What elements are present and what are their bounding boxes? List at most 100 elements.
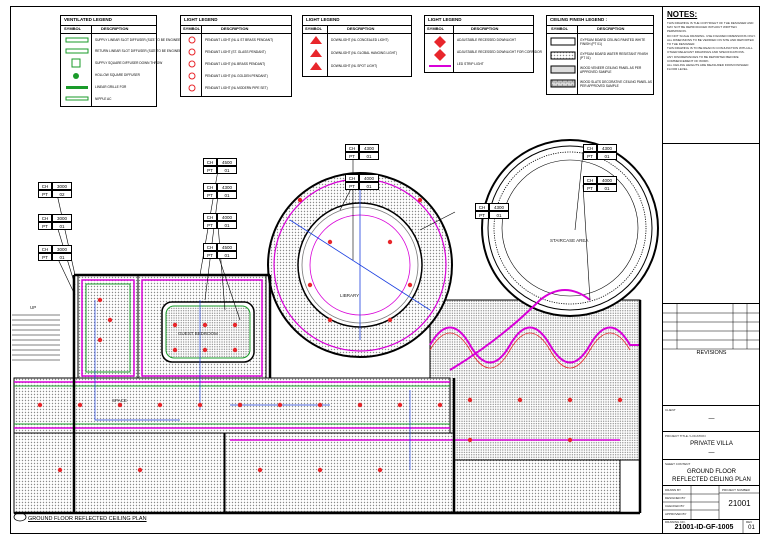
tag-pt-value: 01 [217,166,237,174]
tag-pt: PT [203,221,217,229]
light-legend-1: LIGHT LEGEND SYMBOL DESCRIPTION PENDANT … [180,15,292,97]
legend-header-symbol: SYMBOL [305,26,323,31]
tag-pt: PT [583,152,597,160]
tag-ch: CH [203,243,217,251]
note-item: ALL DIMENSIONS TO BE VERIFIED ON SITE AN… [667,37,754,47]
legend-item: LED STRIP LIGHT [457,62,484,66]
green-strips [14,283,450,425]
light-legend-2: LIGHT LEGEND SYMBOL DESCRIPTION DOWNLIGH… [302,15,412,77]
designed-by-label: DESIGNED BY [665,496,686,500]
tag-ch-value: 4000 [217,213,237,221]
tag-ch: CH [345,174,359,182]
title-block: NOTES: THIS DRAWING IS THE COPYRIGHT OF … [662,7,760,534]
legend-item: PENDANT LIGHT (NL GOLDEN PENDANT) [205,74,268,78]
tag-ch-value: 4300 [359,144,379,152]
drawing-number-row: DRAWING NO. 21001-ID-GF-1005 REV 01 [663,519,760,534]
rev-label: REV [746,520,753,524]
tag-pt: PT [345,182,359,190]
tag-pt-value: 01 [359,152,379,160]
legend-item: SUPPLY SQUARE DIFFUSER DOWN THROW [95,61,163,65]
wavy-wall [429,326,640,364]
tag-pt-value: 01 [52,222,72,230]
tag-ch-value: 3000 [52,182,72,190]
legend-header-symbol: SYMBOL [427,26,445,31]
legend-header-description: DESCRIPTION [347,26,375,31]
legend-title: CEILING FINISH LEGEND : [550,17,608,22]
legend-item: ADJUSTABLE RECESSED DOWNLIGHT [457,38,517,42]
downlight-symbols [310,36,322,70]
legend-item: RETURN LINEAR SLOT DIFFUSER (SIZE TO BE … [95,49,204,53]
tag-pt: PT [203,251,217,259]
legend-item: SUPPLY LINEAR SLOT DIFFUSER (SIZE TO BE … [95,38,203,42]
note-item: ALL CEILING HEIGHTS ARE MEASURED FROM FI… [667,63,749,72]
approval-grid: DRAWN BY DESIGNED BY CHECKED BY APPROVED… [663,485,760,520]
room-label-guest: GUEST BEDROOM [178,331,218,336]
approved-by-label: APPROVED BY [665,512,687,516]
sheet-label: SHEET CONTENT [665,462,691,466]
ceiling-zones [13,274,641,514]
tag-pt-value: 01 [217,221,237,229]
legend-header-symbol: SYMBOL [183,26,201,31]
drawing-number-label: DRAWING NO. [665,520,686,524]
light-symbols [188,36,196,92]
note-item: DO NOT SCALE DRAWING. USE FIGURED DIMENS… [667,33,756,38]
tag-pt-value: 01 [217,251,237,259]
tag-ch: CH [345,144,359,152]
legend-item: ADJUSTABLE RECESSED DOWNLIGHT FOR CORRID… [457,50,542,54]
light-legend-3: LIGHT LEGEND SYMBOL DESCRIPTION ADJUSTAB… [424,15,542,73]
legend-item: WOOD VENEER CEILING PANEL AS PER APPROVE… [580,66,642,74]
drawn-by-label: DRAWN BY [665,488,682,492]
drawing-number: 21001-ID-GF-1005 [674,524,734,531]
tag-ch-value: 4300 [597,144,617,152]
tag-ch: CH [203,183,217,191]
tag-ch: CH [203,158,217,166]
tag-ch-value: 4000 [359,174,379,182]
tag-ch-value: 4500 [217,243,237,251]
tag-pt-value: 01 [597,184,617,192]
legend-item: PENDANT LIGHT (ST. GLASS PENDANT) [205,50,266,54]
legend-item: GYPSUM BOARD CEILING PAINTED WHITE FINIS… [580,38,646,46]
tag-ch: CH [583,144,597,152]
legend-item: PENDANT LIGHT (NL MODERN PIPE SET) [205,86,268,90]
project-value: PRIVATE VILLA [690,441,733,447]
note-item: ANY DISCREPANCIES TO BE REPORTED BEFORE … [667,54,739,63]
tag-ch-value: 4000 [597,176,617,184]
client-value: — [708,416,715,422]
revisions-label: REVISIONS [696,350,727,356]
tag-ch: CH [38,182,52,190]
tag-pt: PT [203,191,217,199]
legend-item: DOWNLIGHT (NL GLOBAL HANGING LIGHT) [331,51,397,55]
revisions-table: REVISIONS [663,303,760,357]
legend-header-symbol: SYMBOL [551,26,569,31]
tag-ch-value: 3000 [52,214,72,222]
tag-pt: PT [38,253,52,261]
rev-value: 01 [748,525,755,531]
downlights [37,175,623,473]
legend-title: VENTILATED LEGEND [64,17,112,22]
sheet-title-1: GROUND FLOOR [686,469,736,475]
legend-item: GYPSUM BOARD WATER RESISTANT FINISH (PT … [580,52,648,60]
tag-ch: CH [475,203,489,211]
left-stair [12,314,60,361]
client-label: CLIENT [665,408,676,412]
tag-pt-value: 01 [359,182,379,190]
led-strips [14,279,620,441]
walls [14,273,642,515]
tag-ch: CH [583,176,597,184]
tag-ch: CH [38,214,52,222]
project-sub: — [708,450,715,456]
legend-header-description: DESCRIPTION [597,26,625,31]
sheet-title-2: REFLECTED CEILING PLAN [672,477,751,483]
legend-item: DOWNLIGHT (NL SPOT LIGHT) [331,64,378,68]
adjustable-light-symbols [429,36,451,67]
tag-ch: CH [38,245,52,253]
notes-list: THIS DRAWING IS THE COPYRIGHT OF THE DES… [667,21,757,71]
legend-item: HOLLOW SQUARE DIFFUSER [95,73,140,77]
tag-ch-value: 3000 [52,245,72,253]
legend-item: WOOD SLATS DECORATIVE CEILING PANEL AS P… [580,80,652,88]
legend-title: LIGHT LEGEND [184,17,218,22]
legend-item: LINEAR GRILLE FOR [95,85,127,89]
tag-pt: PT [345,152,359,160]
legend-title: LIGHT LEGEND [306,17,340,22]
